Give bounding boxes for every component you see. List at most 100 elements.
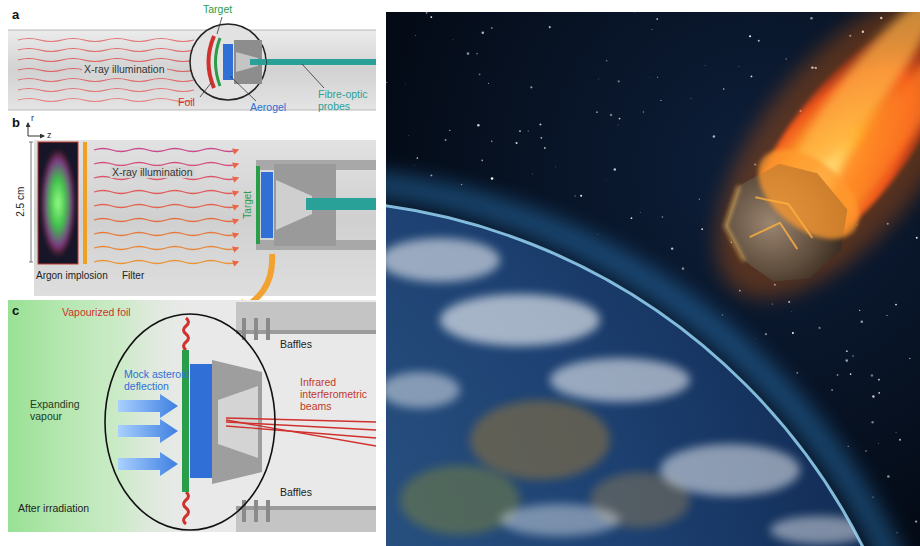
zoomed-target <box>182 318 262 524</box>
star <box>660 100 661 101</box>
axis-label: r <box>31 113 34 123</box>
star <box>699 199 700 200</box>
zoom-ellipse <box>105 314 275 530</box>
star <box>477 124 479 126</box>
infrared-beams <box>226 418 376 422</box>
scale-bar <box>29 142 33 143</box>
star <box>598 78 600 80</box>
star <box>575 196 576 197</box>
part-label: Foil <box>178 96 195 108</box>
leader-lines <box>302 64 324 88</box>
star <box>531 173 533 175</box>
star <box>614 168 616 170</box>
star <box>852 355 853 356</box>
star <box>792 332 794 334</box>
star <box>549 26 551 28</box>
x-ray-waves <box>18 49 194 52</box>
panel-c-ground <box>8 300 376 532</box>
panel-b-chamber <box>34 140 376 296</box>
part-label: Filter <box>122 270 144 282</box>
x-ray-waves <box>18 39 194 102</box>
panel-c-ground <box>8 300 376 532</box>
star <box>723 88 725 90</box>
part-label: Target <box>242 191 254 219</box>
leader-lines <box>230 76 256 101</box>
star <box>878 392 880 394</box>
star <box>865 450 866 451</box>
star <box>555 166 557 168</box>
baffle-housing <box>254 318 258 340</box>
star <box>786 58 787 59</box>
beam-label: X-ray illumination <box>110 166 195 178</box>
star <box>704 65 706 67</box>
star <box>899 439 901 441</box>
star <box>491 140 492 141</box>
star <box>682 267 685 270</box>
star <box>519 130 521 132</box>
star <box>651 29 653 31</box>
x-ray-waves <box>18 99 194 102</box>
star <box>461 184 463 186</box>
star <box>671 247 673 249</box>
part-label: Target <box>203 3 232 15</box>
star <box>656 18 658 20</box>
star <box>530 86 532 88</box>
star <box>476 53 477 54</box>
star <box>796 372 798 374</box>
asteroid-photo <box>386 238 500 282</box>
x-ray-arrows <box>94 149 238 264</box>
star <box>859 310 860 311</box>
x-ray-waves <box>18 59 194 62</box>
star <box>713 135 715 137</box>
part-label: Baffles <box>280 486 312 498</box>
panel-letter: a <box>12 8 19 23</box>
fibre-line <box>262 59 376 65</box>
asteroid-photo <box>742 132 875 257</box>
zoom-circle <box>209 36 215 88</box>
infrared-beams <box>226 418 376 446</box>
axis-arrows <box>28 123 44 136</box>
baffle-housing <box>266 500 270 522</box>
beam-label: Infrared interferometric beams <box>300 376 376 412</box>
star <box>657 77 658 78</box>
star <box>386 82 387 83</box>
argon-image <box>38 142 78 264</box>
zoom-ellipse <box>105 314 275 530</box>
asteroid-photo <box>400 465 520 535</box>
star <box>610 114 612 116</box>
axis-arrows <box>28 136 44 137</box>
star <box>738 66 740 68</box>
star <box>845 359 848 362</box>
star <box>491 27 493 29</box>
star <box>649 76 651 78</box>
zoom-circle <box>216 38 221 86</box>
effect-label: Expanding vapour <box>30 398 100 422</box>
star <box>861 320 864 323</box>
star <box>481 31 484 34</box>
panel-letter: c <box>12 304 19 319</box>
star <box>491 177 494 180</box>
star <box>872 395 874 397</box>
argon-image <box>41 149 75 257</box>
x-ray-arrows <box>94 205 238 208</box>
deflection-arrows <box>118 394 178 476</box>
asteroid-photo <box>386 372 460 408</box>
part-label: Argon implosion <box>36 270 108 282</box>
star <box>690 98 691 99</box>
star <box>606 179 608 181</box>
asteroid-photo <box>470 400 610 480</box>
star <box>631 217 633 219</box>
x-ray-arrows <box>94 219 238 222</box>
star <box>639 212 641 214</box>
star <box>896 532 897 533</box>
fibre-line <box>262 59 376 65</box>
asteroid-photo <box>705 186 779 261</box>
zoom-circle <box>250 59 266 65</box>
star <box>749 35 751 37</box>
zoomed-target <box>184 492 189 524</box>
panel-c-ground <box>8 300 198 532</box>
leader-lines <box>217 17 222 34</box>
star <box>916 237 918 239</box>
